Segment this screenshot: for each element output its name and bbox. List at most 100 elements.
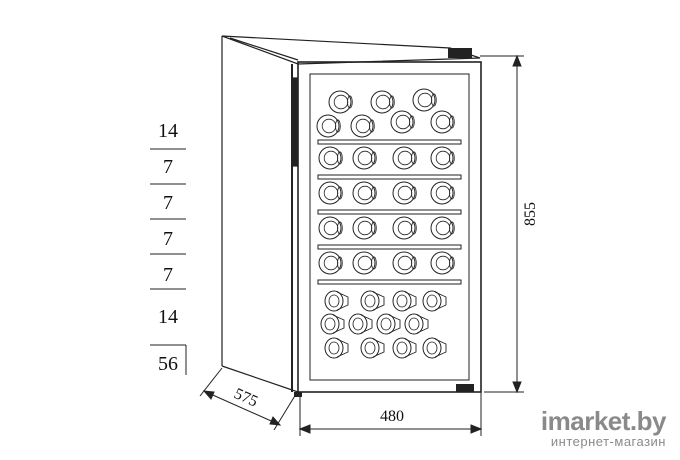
bottle-end: [412, 88, 437, 112]
bottle-neck: [409, 115, 415, 129]
bottle-punt: [426, 294, 438, 308]
bottle-end: [328, 90, 353, 114]
shelf-capacity-6: 14: [158, 306, 178, 328]
bottle-end: [430, 181, 455, 205]
width-dimension: [298, 392, 483, 436]
bottle-neck: [411, 186, 417, 200]
bottle-base: [324, 337, 344, 359]
bottle-end: [430, 251, 455, 275]
bottle-side: [376, 313, 401, 335]
bottle-base: [360, 337, 380, 359]
bottle-end: [352, 251, 377, 275]
bottle-punt: [408, 317, 420, 331]
bottle-neck: [371, 186, 377, 200]
bottle-neck: [347, 95, 353, 109]
foot-left: [294, 392, 302, 397]
bottle-side: [392, 290, 417, 312]
bottle-end: [318, 251, 343, 275]
bottle-side: [422, 337, 447, 359]
bottle-end: [390, 110, 415, 134]
bottle-neck: [371, 151, 377, 165]
shelf-capacity-list: 14 7 7 7 7 14 56: [150, 120, 187, 375]
bottle-body: [434, 291, 447, 311]
bottle-punt: [396, 294, 408, 308]
bottle-body: [388, 314, 401, 334]
bottle-base: [376, 313, 396, 335]
door-glass: [309, 73, 470, 381]
door-frame: [297, 61, 482, 393]
bottle-body: [372, 291, 385, 311]
bottle-side: [360, 337, 385, 359]
depth-value: 575: [231, 385, 260, 410]
bottle-neck: [337, 186, 343, 200]
width-value: 480: [380, 408, 404, 425]
bottle-punt: [364, 294, 376, 308]
bottle-punt: [352, 317, 364, 331]
shelf-rail-3: [317, 209, 462, 215]
bottle-neck: [369, 119, 375, 133]
shelf-rail-2: [317, 174, 462, 180]
height-value: 855: [522, 202, 539, 226]
bottle-punt: [426, 341, 438, 355]
depth-dimension: [199, 367, 297, 431]
bottle-punt: [328, 294, 340, 308]
bottle-side: [320, 313, 345, 335]
bottle-neck: [411, 151, 417, 165]
bottle-side: [348, 313, 373, 335]
shelf-capacity-2: 7: [163, 156, 173, 178]
bottle-punt: [364, 341, 376, 355]
total-capacity: 56: [158, 353, 178, 375]
bottle-end: [392, 216, 417, 240]
cabinet-side-bottom: [221, 365, 299, 393]
bottle-side: [422, 290, 447, 312]
bottle-base: [360, 290, 380, 312]
bottle-end: [352, 181, 377, 205]
bottle-body: [404, 291, 417, 311]
cabinet-top: [221, 35, 481, 65]
watermark-subtitle: интернет-магазин: [550, 434, 666, 449]
bottle-end: [392, 251, 417, 275]
shelf-rail-5: [317, 279, 462, 285]
bottle-neck: [371, 256, 377, 270]
bottle-neck: [337, 221, 343, 235]
shelf-capacity-1: 14: [158, 120, 178, 142]
bottle-body: [372, 338, 385, 358]
shelf-capacity-5: 7: [163, 264, 173, 286]
arrow-right: [470, 424, 483, 434]
watermark-brand: imarket.by: [540, 406, 667, 436]
bottle-end: [370, 90, 395, 114]
door-hinge-bottom: [456, 384, 474, 392]
bottle-neck: [449, 186, 455, 200]
bottle-neck: [449, 151, 455, 165]
door: [294, 48, 482, 397]
bottle-side: [324, 290, 349, 312]
bottle-side: [404, 313, 429, 335]
bottle-body: [336, 338, 349, 358]
shelf-rail-4: [317, 244, 462, 250]
shelf-group: [317, 139, 462, 285]
arrow-up: [512, 54, 522, 67]
bottle-body: [404, 338, 417, 358]
bottle-punt: [324, 317, 336, 331]
bottle-end: [318, 216, 343, 240]
bottle-side: [392, 337, 417, 359]
bottle-neck: [335, 119, 341, 133]
bottle-body: [416, 314, 429, 334]
bottle-end: [352, 146, 377, 170]
watermark-logo: imarket.by интернет-магазин: [540, 406, 667, 449]
shelf-rail-1: [317, 139, 462, 145]
bottle-neck: [431, 93, 437, 107]
bottle-neck: [449, 221, 455, 235]
bottle-base: [392, 290, 412, 312]
bottle-neck: [411, 256, 417, 270]
bottle-base: [422, 290, 442, 312]
bottle-body: [434, 338, 447, 358]
shelf-capacity-3: 7: [163, 192, 173, 214]
bottle-end: [352, 216, 377, 240]
arrow-front: [269, 416, 282, 426]
bottle-end: [318, 146, 343, 170]
bottle-side: [360, 290, 385, 312]
bottle-neck: [449, 115, 455, 129]
arrow-left: [298, 424, 311, 434]
